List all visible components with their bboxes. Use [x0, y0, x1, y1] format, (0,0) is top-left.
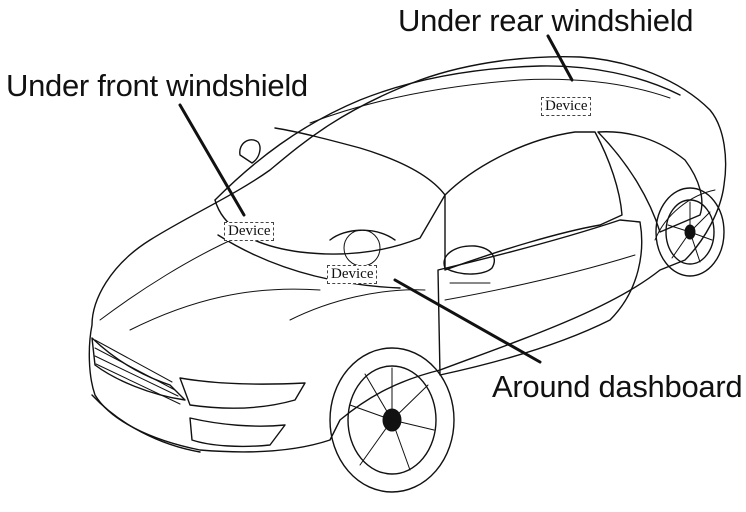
rear-quarter	[597, 131, 703, 233]
grille	[91, 337, 186, 401]
device-tag-dashboard: Device	[327, 265, 378, 284]
door-outline	[437, 219, 643, 376]
leader-front	[178, 103, 246, 217]
label-under-rear-windshield: Under rear windshield	[398, 3, 694, 38]
front-wheel-tire	[329, 347, 455, 493]
left-mirror	[239, 139, 261, 164]
leader-rear	[546, 34, 574, 82]
front-windshield	[214, 127, 446, 255]
cowl-line	[217, 234, 401, 289]
device-tag-front: Device	[224, 222, 275, 241]
lower-intake	[189, 417, 286, 448]
rear-wheel-spokes	[667, 201, 713, 263]
roof-inner	[309, 78, 671, 124]
label-around-dashboard: Around dashboard	[492, 369, 743, 404]
front-arch-top	[329, 229, 396, 241]
rear-wheel-tire	[655, 187, 725, 277]
leader-dashboard	[393, 278, 542, 364]
label-under-front-windshield: Under front windshield	[6, 68, 308, 103]
roof-line	[214, 65, 681, 201]
side-mirror	[443, 245, 495, 275]
hood-crease-right	[289, 289, 426, 321]
device-tag-rear: Device	[541, 97, 592, 116]
hood-crease-left	[99, 235, 241, 321]
headlight	[179, 377, 306, 409]
bumper-lower	[91, 394, 201, 453]
side-window	[444, 131, 623, 271]
front-wheel-rim	[347, 365, 437, 475]
hood-crease-center	[129, 288, 321, 331]
car-body-outline	[88, 55, 727, 453]
front-wheel-spokes	[349, 367, 435, 471]
rear-arch-line	[654, 189, 716, 241]
door-crease	[444, 254, 636, 301]
dashboard-ring	[343, 229, 381, 267]
rear-wheel-rim	[665, 199, 715, 265]
